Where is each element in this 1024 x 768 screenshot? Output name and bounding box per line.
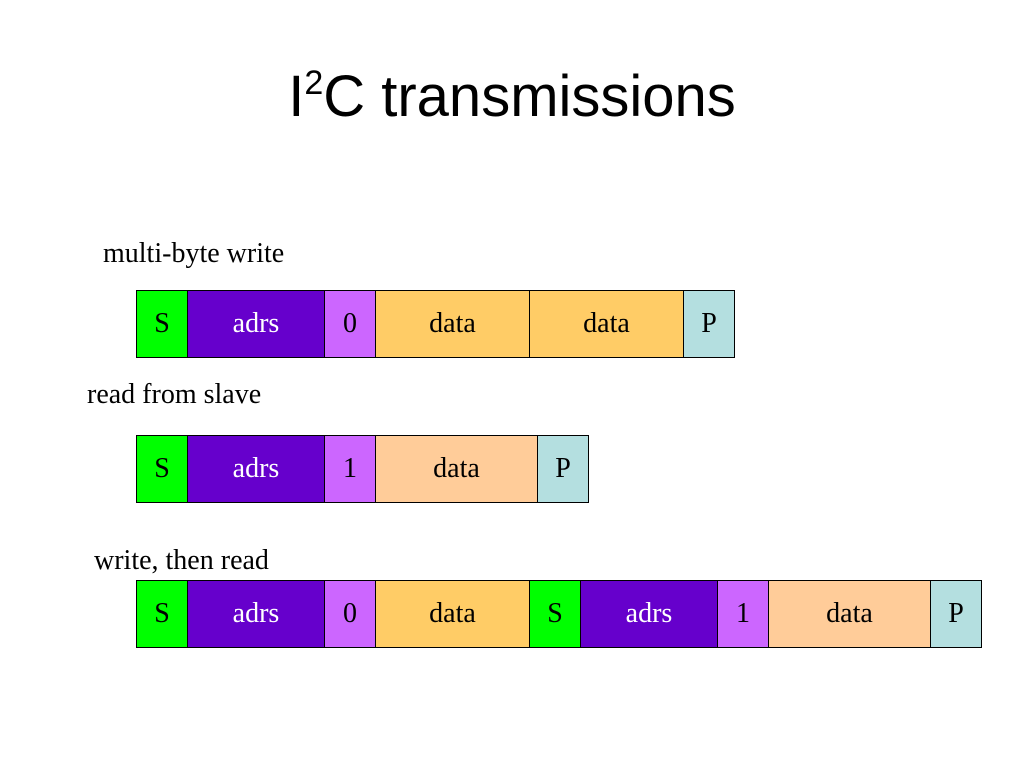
frame-cell-rw-bit: 1 [325, 436, 376, 502]
frame-cell-data: data [376, 291, 530, 357]
frame-cell-stop: P [931, 581, 982, 647]
frame-cell-data: data [530, 291, 684, 357]
row-label-multi-byte-write: multi-byte write [103, 238, 285, 269]
title-superscript: 2 [304, 64, 324, 102]
frame-cell-stop: P [684, 291, 735, 357]
frame-cell-data: data [376, 436, 538, 502]
frame-cell-start: S [137, 436, 188, 502]
frame-cell-data: data [769, 581, 931, 647]
frame-cell-address: adrs [188, 291, 325, 357]
frame-cell-address: adrs [581, 581, 718, 647]
frame-cell-rw-bit: 1 [718, 581, 769, 647]
title-prefix: I [288, 64, 305, 129]
frame-cell-address: adrs [188, 436, 325, 502]
title-suffix: C transmissions [323, 64, 736, 129]
frame-cell-rw-bit: 0 [325, 581, 376, 647]
frame-cell-start: S [137, 291, 188, 357]
frame-cell-data: data [376, 581, 530, 647]
row-label-write-then-read: write, then read [94, 545, 269, 576]
frame-cell-address: adrs [188, 581, 325, 647]
frame-read-from-slave: S adrs 1 data P [136, 435, 589, 503]
frame-write-then-read: S adrs 0 data S adrs 1 data P [136, 580, 982, 648]
frame-cell-stop: P [538, 436, 589, 502]
frame-cell-start: S [137, 581, 188, 647]
row-label-read-from-slave: read from slave [87, 379, 262, 410]
frame-multi-byte-write: S adrs 0 data data P [136, 290, 735, 358]
page-title: I2C transmissions [0, 62, 1024, 140]
frame-cell-start: S [530, 581, 581, 647]
frame-cell-rw-bit: 0 [325, 291, 376, 357]
